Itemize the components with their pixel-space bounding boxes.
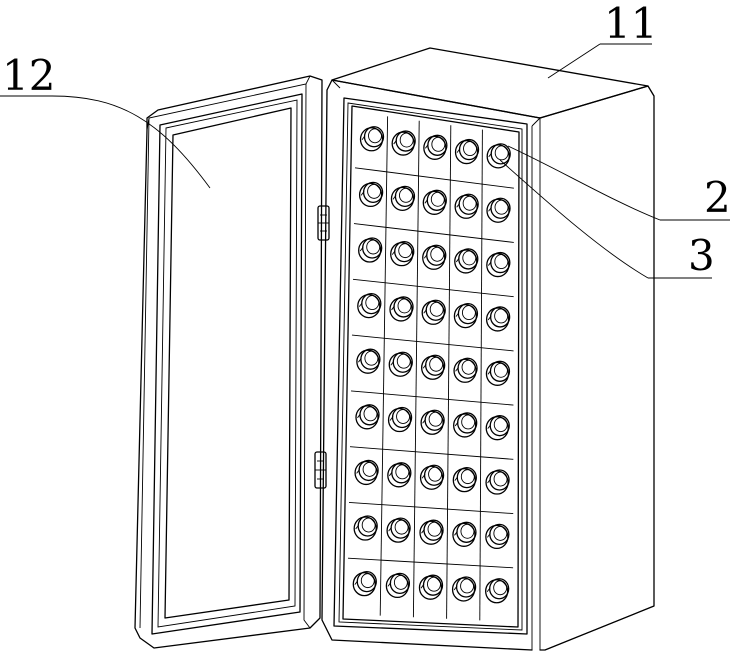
grid-row-line <box>353 223 514 243</box>
knob <box>486 143 511 169</box>
knob <box>359 126 385 152</box>
knob <box>419 519 444 545</box>
label-2: 2 <box>704 173 731 222</box>
knob <box>454 248 479 274</box>
knob <box>391 130 416 156</box>
knob <box>422 189 447 215</box>
knob <box>485 469 510 495</box>
callout-11: 11 <box>547 0 657 79</box>
knob <box>352 570 377 597</box>
label-12: 12 <box>2 51 55 100</box>
knob <box>420 409 445 435</box>
cabinet-front-face <box>321 79 541 651</box>
grid-row-line <box>351 334 514 352</box>
knob <box>390 185 416 211</box>
callout-2: 2 <box>507 145 731 222</box>
grid-column-line <box>479 129 483 621</box>
door-hinge-upper <box>317 205 330 241</box>
knob <box>452 466 477 493</box>
knob <box>485 415 510 441</box>
callout-12: 12 <box>0 51 211 189</box>
door-glass-window <box>164 107 292 619</box>
label-3: 3 <box>688 231 715 280</box>
grid-column-line <box>446 125 452 619</box>
door-thickness <box>139 75 311 629</box>
knob <box>353 515 378 541</box>
knob <box>454 193 479 219</box>
cabinet-body <box>321 47 655 651</box>
knob <box>423 134 448 160</box>
knob <box>385 572 411 599</box>
knob <box>421 299 446 325</box>
grid-row-line <box>348 501 514 515</box>
knob <box>419 464 445 490</box>
callout-3: 3 <box>499 159 715 280</box>
knob <box>390 240 415 267</box>
inner-panel-grid <box>347 116 514 621</box>
grid-row-line <box>349 446 514 460</box>
knob <box>453 302 479 329</box>
knob <box>485 578 510 604</box>
knob <box>485 523 510 550</box>
knob <box>386 517 411 543</box>
knob <box>358 181 384 208</box>
door-frame-inner <box>157 99 298 628</box>
cabinet-side-face <box>539 85 655 651</box>
knob <box>486 251 511 278</box>
door-outer <box>134 75 323 649</box>
knob <box>356 348 381 374</box>
knob <box>358 237 383 263</box>
knob <box>388 351 413 377</box>
knob <box>486 197 511 223</box>
knob <box>418 574 444 600</box>
knob <box>421 354 446 380</box>
grid-row-line <box>352 278 514 298</box>
grid-row-line <box>347 557 514 569</box>
grid-row-line <box>350 390 514 406</box>
knob <box>355 404 380 430</box>
knob <box>354 459 379 486</box>
grid-row-line <box>354 167 514 189</box>
door-hinge-lower <box>314 451 327 489</box>
grid-column-line <box>412 120 420 618</box>
knob <box>387 406 413 433</box>
knob <box>422 244 447 270</box>
grid-column-line <box>379 116 389 616</box>
knob <box>451 576 477 602</box>
knob <box>453 357 478 383</box>
label-11: 11 <box>604 0 657 48</box>
door-frame <box>151 93 303 635</box>
knob <box>485 360 511 386</box>
knob <box>357 292 382 319</box>
knob <box>452 521 477 547</box>
cabinet-door <box>134 75 330 649</box>
knob-array <box>352 126 511 604</box>
knob <box>454 138 480 165</box>
cabinet-side-edge <box>531 118 655 651</box>
knob <box>389 296 414 322</box>
cabinet-front-frame <box>333 97 528 635</box>
cabinet-front-frame-inner <box>338 102 523 631</box>
knob <box>387 462 412 488</box>
knob <box>485 306 511 332</box>
inner-panel <box>342 105 520 628</box>
knob <box>453 412 478 438</box>
